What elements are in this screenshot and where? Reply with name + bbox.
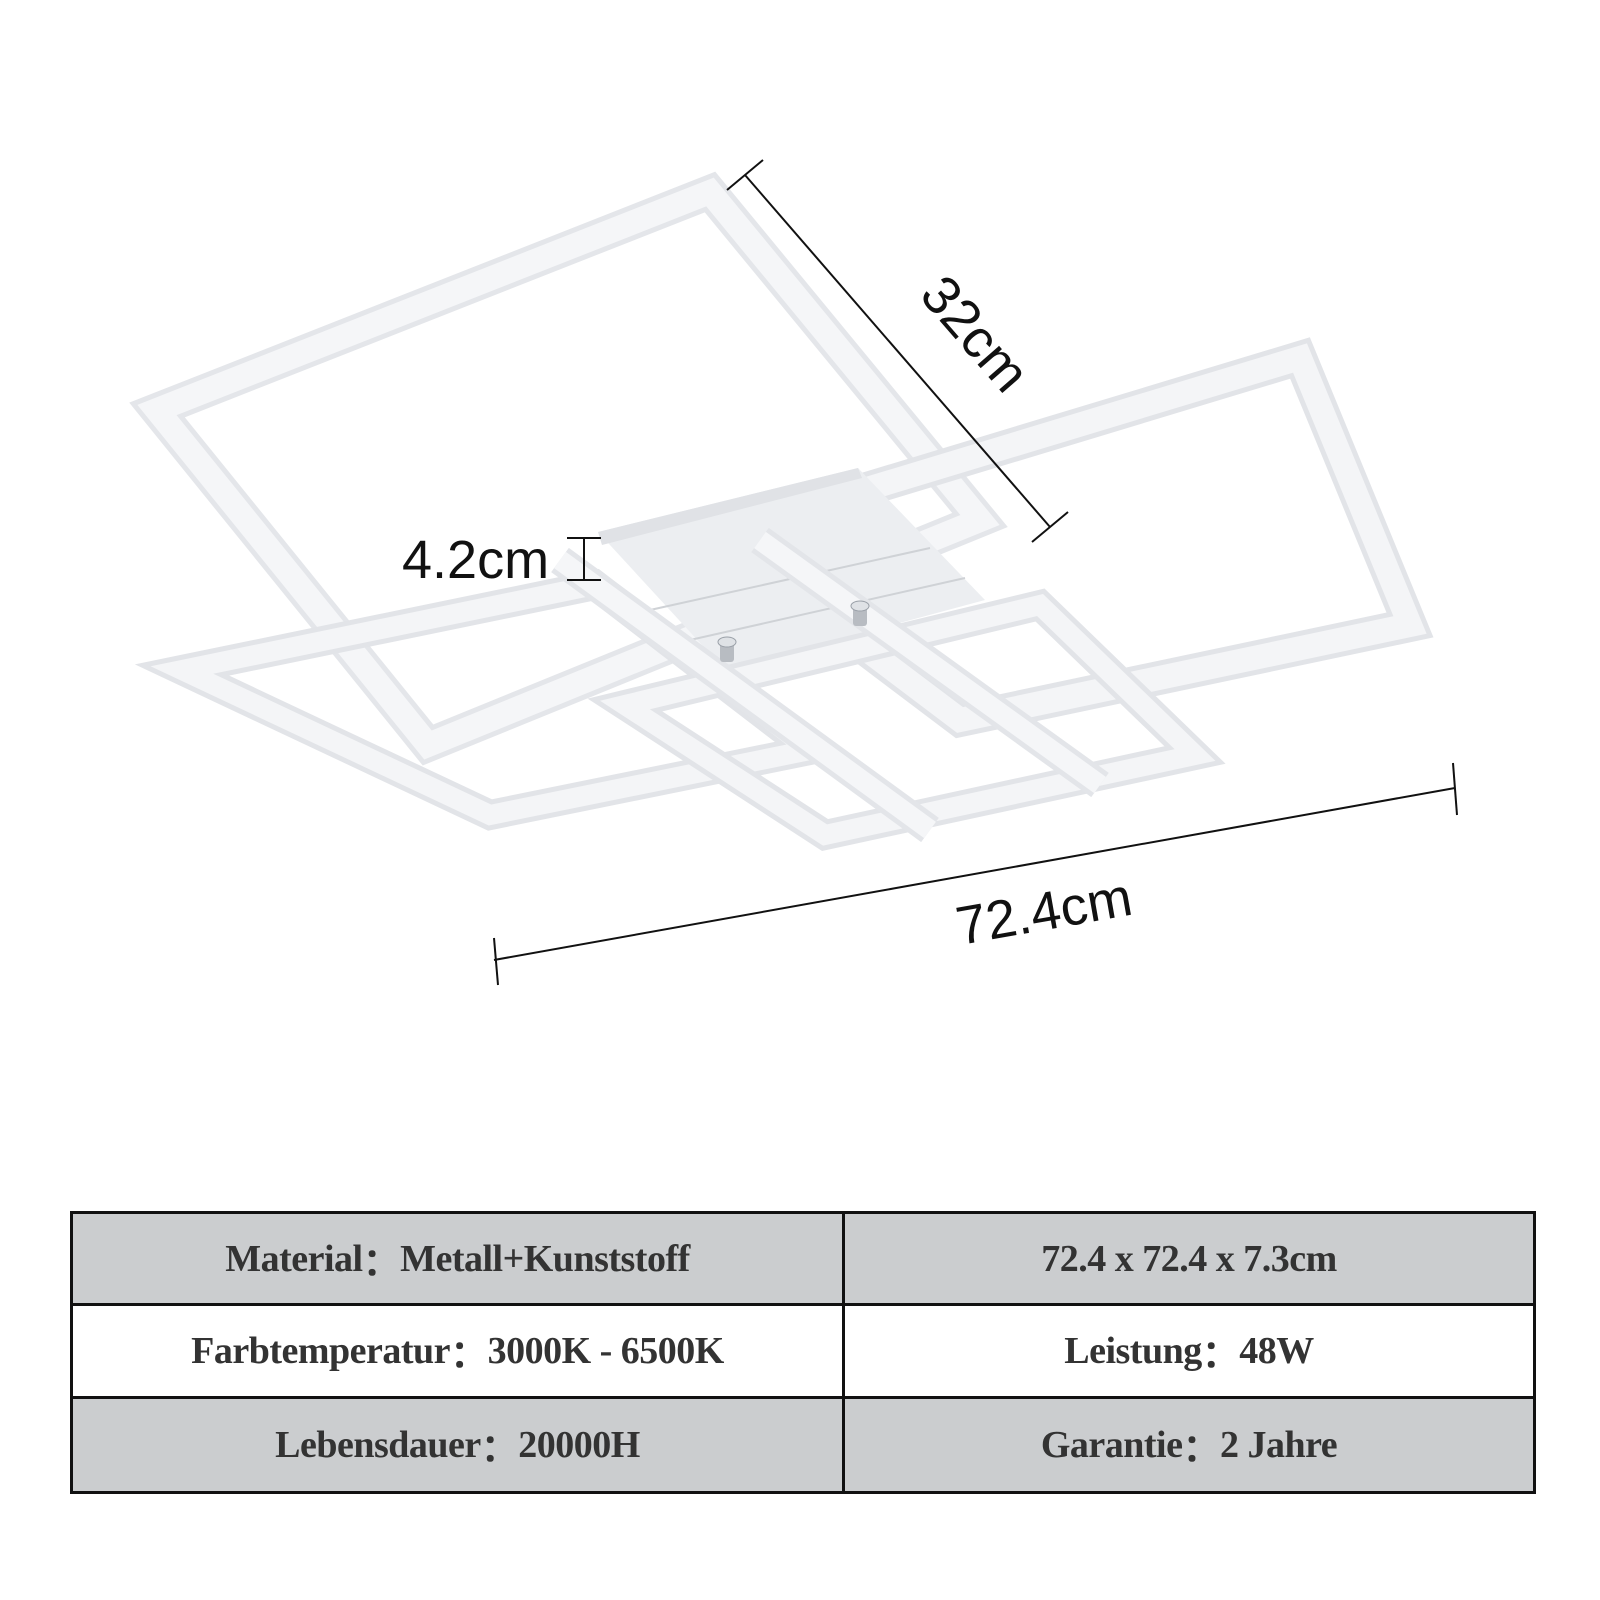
spec-dimensions: 72.4 x 72.4 x 7.3cm xyxy=(845,1214,1533,1307)
spec-label: Garantie xyxy=(1040,1423,1183,1466)
lamp-cross-bars xyxy=(551,527,1109,843)
spec-value: 48W xyxy=(1239,1329,1314,1372)
spec-separator: ： xyxy=(1201,1334,1240,1377)
spec-separator: ： xyxy=(1182,1428,1220,1471)
spec-value: 3000K - 6500K xyxy=(487,1329,725,1372)
spec-lifespan: Lebensdauer：20000H xyxy=(73,1398,845,1491)
spec-label: Leistung xyxy=(1064,1329,1202,1372)
spec-value: 72.4 x 72.4 x 7.3cm xyxy=(1041,1237,1337,1280)
spec-color-temperature: Farbtemperatur：3000K - 6500K xyxy=(73,1306,845,1399)
spec-label: Lebensdauer xyxy=(275,1423,481,1466)
chrome-mounting-post-icon xyxy=(717,600,870,662)
depth-label: 32cm xyxy=(909,265,1041,404)
spec-value: 2 Jahre xyxy=(1219,1423,1338,1466)
spec-label: Farbtemperatur xyxy=(191,1329,451,1372)
spec-warranty: Garantie：2 Jahre xyxy=(845,1398,1533,1491)
spec-table: Material：Metall+Kunststoff 72.4 x 72.4 x… xyxy=(70,1211,1536,1494)
spec-separator: ： xyxy=(450,1334,488,1377)
spec-power: Leistung：48W xyxy=(845,1306,1533,1399)
spec-value: 20000H xyxy=(518,1423,640,1466)
width-label: 72.4cm xyxy=(952,867,1137,957)
dimension-height: 4.2cm xyxy=(402,530,601,590)
spec-separator: ： xyxy=(362,1242,401,1285)
ceiling-lamp-dimension-drawing: 32cm 4.2cm 72.4cm xyxy=(129,159,1458,986)
spec-label: Material xyxy=(225,1237,363,1280)
spec-material: Material：Metall+Kunststoff xyxy=(73,1214,845,1307)
spec-value: Metall+Kunststoff xyxy=(400,1237,690,1280)
spec-separator: ： xyxy=(480,1428,519,1471)
height-label: 4.2cm xyxy=(402,530,549,590)
